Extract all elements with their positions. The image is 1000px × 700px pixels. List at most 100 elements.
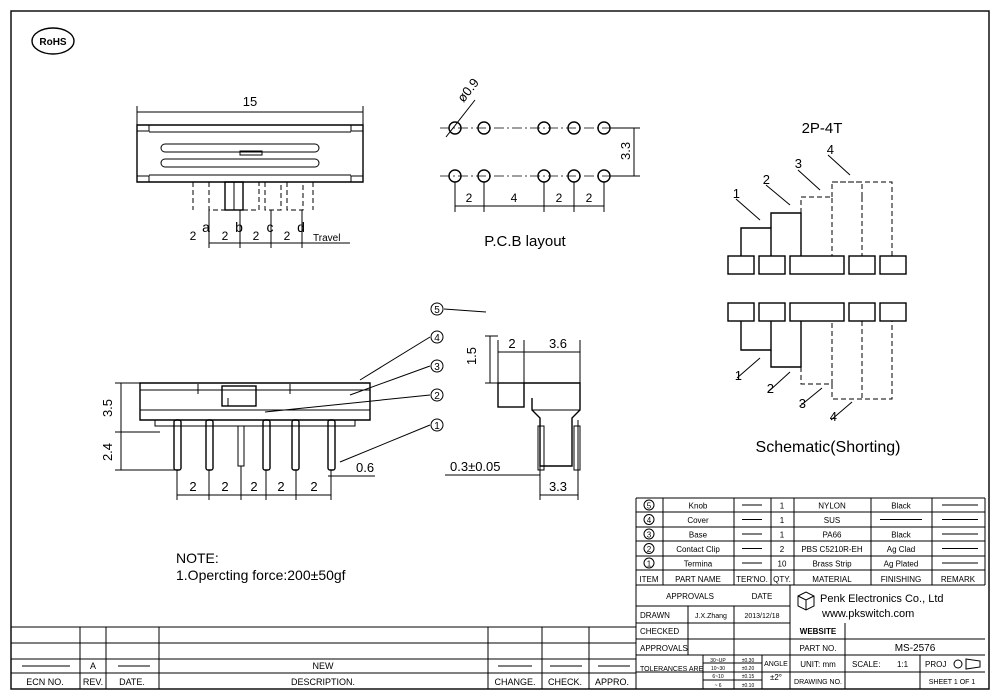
rev-header: REV. — [83, 677, 103, 687]
bom-cell-qty: 2 — [780, 545, 785, 554]
bom-cell-material: Brass Strip — [812, 560, 852, 569]
bom-headers: ITEM PART NAME TER'NO. QTY. MATERIAL FIN… — [639, 575, 975, 584]
balloon-3: 3 — [430, 359, 444, 373]
svg-text:3: 3 — [434, 362, 440, 373]
knob-height-label: 1.5 — [464, 347, 479, 365]
schematic-top-1: 1 — [733, 186, 740, 201]
svg-text:1: 1 — [434, 421, 440, 432]
svg-text:±0.30: ±0.30 — [742, 658, 755, 664]
svg-text:~ 6: ~ 6 — [714, 683, 721, 689]
pin-span-label: 3.3 — [549, 479, 567, 494]
svg-text:10~30: 10~30 — [711, 666, 725, 672]
pin-width-label: 0.6 — [356, 460, 374, 475]
balloon-4: 4 — [430, 330, 444, 344]
company-website: www.pkswitch.com — [821, 608, 914, 620]
pcb-spacing-3: 2 — [556, 191, 563, 205]
drawn-by: J.X.Zhang — [695, 613, 727, 620]
bom-table — [635, 497, 986, 586]
bom-cell-material: PA66 — [823, 531, 843, 540]
appro-header: APPRO. — [595, 677, 629, 687]
schematic-top-4: 4 — [827, 142, 834, 157]
travel-pitch-1: 2 — [222, 229, 229, 243]
pcb-hole-diameter: ø0.9 — [454, 75, 482, 105]
pin-thickness-label: 0.3±0.05 — [450, 459, 501, 474]
rohs-logo: RoHS — [31, 27, 75, 55]
pcb-layout: ø0.9 3.3 2 4 2 2 P.C.B layout — [440, 75, 640, 250]
pin-height-label: 2.4 — [100, 443, 115, 461]
approvals-header: APPROVALS — [666, 592, 714, 601]
part-number: MS-2576 — [895, 643, 936, 654]
pcb-row-spacing: 3.3 — [618, 142, 633, 160]
svg-text:4: 4 — [434, 333, 440, 344]
svg-text:±0.20: ±0.20 — [742, 666, 755, 672]
scale-value: 1:1 — [897, 660, 909, 669]
approvals-label: APPROVALS — [640, 644, 688, 653]
checked-label: CHECKED — [640, 627, 679, 636]
website-label: WEBSITE — [800, 627, 837, 636]
schematic-bottom-2: 2 — [767, 381, 774, 396]
balloon-1: 1 — [430, 418, 444, 432]
knob-width-label: 2 — [508, 336, 515, 351]
company-name: Penk Electronics Co., Ltd — [820, 593, 944, 605]
angle-value: ±2° — [770, 673, 782, 682]
sheet-label: SHEET 1 OF 1 — [929, 679, 976, 686]
bom-cell-finish: Black — [891, 502, 912, 511]
bom-item-balloon — [643, 514, 655, 525]
side-pitch-3: 2 — [250, 479, 257, 494]
travel-letter-b: b — [235, 219, 243, 235]
svg-text:2: 2 — [434, 391, 440, 402]
svg-text:5: 5 — [434, 305, 440, 316]
bom-cell-qty: 10 — [778, 560, 787, 569]
bom-header-qty: QTY. — [773, 575, 791, 584]
bom-item-balloon — [643, 528, 655, 540]
travel-letter-d: d — [297, 219, 305, 235]
schematic-bottom-4: 4 — [830, 409, 837, 424]
proj-label: PROJ — [925, 660, 946, 669]
date-header: DATE — [752, 592, 773, 601]
svg-text:±0.15: ±0.15 — [742, 674, 755, 680]
company-logo-icon — [797, 591, 815, 611]
revision-description: NEW — [313, 661, 335, 671]
pcb-layout-title: P.C.B layout — [484, 233, 566, 250]
note-heading: NOTE: — [176, 550, 219, 566]
scale-label: SCALE: — [852, 660, 880, 669]
angle-label: ANGLE — [764, 661, 788, 668]
bom-cell-name: Knob — [689, 502, 708, 511]
description-header: DESCRIPTION. — [291, 677, 355, 687]
drawn-label: DRAWN — [640, 611, 670, 620]
ecn-header: ECN NO. — [26, 677, 64, 687]
bom-cell-item: 3 — [647, 531, 652, 540]
travel-pitch-2: 2 — [253, 229, 260, 243]
bom-cell-finish: Ag Plated — [884, 560, 919, 569]
bom-item-balloon — [643, 499, 655, 511]
bom-header-ter-no: TER'NO. — [736, 575, 768, 584]
svg-text:±0.10: ±0.10 — [742, 683, 755, 689]
side-pitch-2: 2 — [221, 479, 228, 494]
bom-header-finishing: FINISHING — [881, 575, 921, 584]
bom-item-balloon — [643, 557, 655, 569]
tolerances-label: TOLERANCES ARE — [640, 666, 704, 673]
schematic-bottom-3: 3 — [799, 396, 806, 411]
bom-cell-name: Contact Clip — [676, 545, 720, 554]
side-pitch-5: 2 — [310, 479, 317, 494]
bom-cell-material: NYLON — [818, 502, 846, 511]
drawing-no-label: DRAWING NO. — [794, 679, 842, 686]
svg-text:6~10: 6~10 — [712, 674, 723, 680]
part-no-label: PART NO. — [800, 644, 837, 653]
top-view: 15 a b c d 2 2 2 2 Travel — [136, 94, 364, 248]
travel-letter-c: c — [267, 219, 274, 235]
change-header: CHANGE. — [494, 677, 535, 687]
title-block: APPROVALS DATE DRAWN J.X.Zhang 2013/12/1… — [635, 585, 985, 689]
bom-cell-qty: 1 — [780, 516, 785, 525]
side-pitch-4: 2 — [277, 479, 284, 494]
side-pitch-1: 2 — [189, 479, 196, 494]
bom-header-material: MATERIAL — [812, 575, 852, 584]
revision-block: A NEW ECN NO. REV. DATE. DESCRIPTION. CH… — [11, 626, 636, 689]
bom-cell-name: Termina — [684, 560, 713, 569]
schematic: 2P-4T 1 2 3 4 — [727, 120, 907, 456]
